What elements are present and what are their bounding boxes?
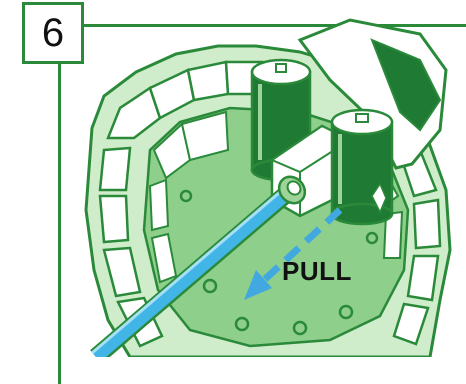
step-number: 6 (42, 13, 64, 53)
pull-label: PULL (282, 256, 352, 287)
battery-right (332, 110, 392, 224)
step-number-box: 6 (22, 2, 84, 64)
